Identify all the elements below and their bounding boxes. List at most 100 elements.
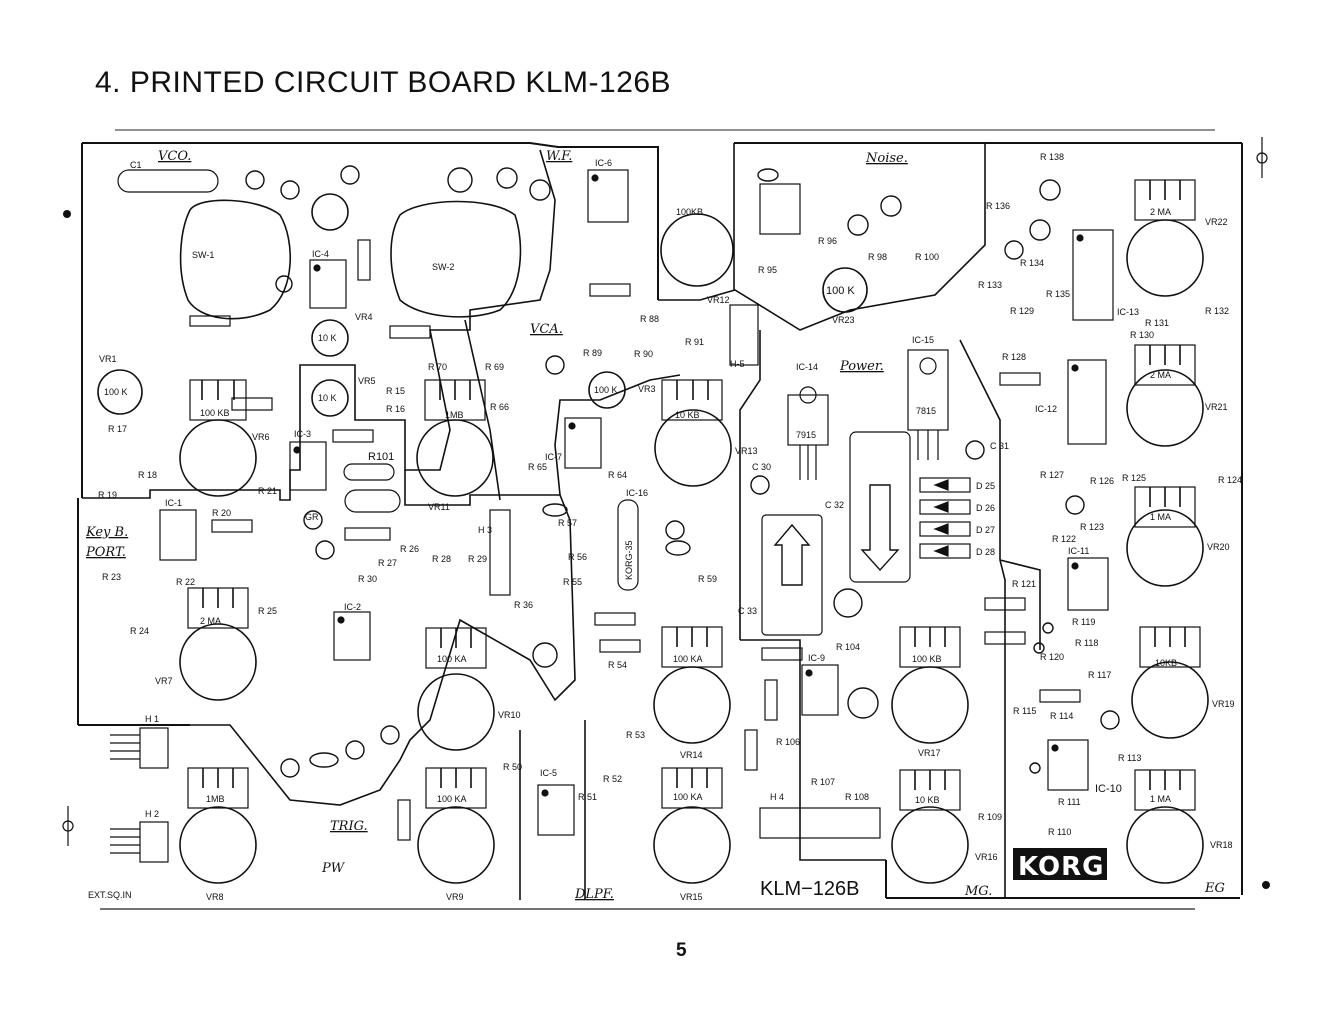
pot-vr13-name: VR13 [735, 446, 758, 456]
pot-vr21-value: 2 MA [1150, 370, 1171, 380]
pot-vr4-name: VR4 [355, 312, 373, 322]
circuit-trace [344, 527, 391, 541]
part-label: IC-9 [808, 653, 825, 663]
connector-h2 [110, 821, 169, 863]
circuit-trace [464, 319, 501, 501]
h4-connector [759, 807, 881, 839]
circuit-trace [1071, 364, 1079, 372]
part-label: IC-13 [1117, 307, 1139, 317]
circuit-trace [280, 180, 300, 200]
part-label: R 122 [1052, 534, 1076, 544]
part-label: R 115 [1013, 706, 1036, 716]
part-label: R 25 [258, 606, 277, 616]
circuit-trace [311, 193, 349, 231]
pot-vr13-value: 10 KB [675, 410, 700, 420]
pot-vr7-name: VR7 [155, 676, 173, 686]
circuit-trace [660, 213, 734, 287]
part-label: R 29 [468, 554, 487, 564]
pot-vr8-name: VR8 [206, 892, 224, 902]
part-label: R 70 [428, 362, 447, 372]
part-label: R 95 [758, 265, 777, 275]
pot-vr16-value: 10 KB [915, 795, 940, 805]
circuit-trace [315, 540, 335, 560]
part-label: R 19 [98, 490, 117, 500]
part-label: C1 [130, 160, 142, 170]
circuit-trace [289, 441, 327, 491]
part-label: R 90 [634, 349, 653, 359]
part-label: IC-3 [294, 429, 311, 439]
section-trig: TRIG. [330, 819, 368, 834]
circuit-trace [653, 666, 731, 744]
section-eg: EG [1204, 881, 1225, 896]
pot-vr18-value: 1 MA [1150, 794, 1171, 804]
part-label: R 69 [485, 362, 504, 372]
circuit-trace [542, 503, 568, 517]
part-label: C 31 [990, 441, 1009, 451]
part-label: R 30 [358, 574, 377, 584]
part-label: R 120 [1040, 652, 1064, 662]
part-label: D 27 [976, 525, 995, 535]
circuit-trace [417, 806, 495, 884]
circuit-trace [139, 821, 169, 863]
pot-vr7-value: 2 MA [200, 616, 221, 626]
switch-sw1 [179, 199, 292, 320]
circuit-trace [343, 463, 395, 481]
label-h2: H 2 [145, 809, 159, 819]
circuit-trace [416, 419, 494, 497]
part-label: C 30 [752, 462, 771, 472]
label-h5: H-5 [730, 359, 745, 369]
circuit-trace [568, 422, 576, 430]
part-label: R 15 [386, 386, 405, 396]
part-label: R 50 [503, 762, 522, 772]
part-label: R 135 [1046, 289, 1070, 299]
part-label: IC-14 [796, 362, 818, 372]
registration-mark-right [1262, 881, 1270, 889]
pot-vr14-value: 100 KA [673, 654, 703, 664]
part-label: R 20 [212, 508, 231, 518]
side-ticks [62, 137, 1268, 846]
circuit-trace [761, 647, 803, 661]
label-h3: H 3 [478, 525, 492, 535]
h3-connector [489, 509, 511, 596]
circuit-trace [587, 169, 629, 223]
part-label: R 114 [1050, 711, 1073, 721]
circuit-trace [139, 727, 169, 769]
pot-vr15-value: 100 KA [673, 792, 703, 802]
part-label: R 55 [563, 577, 582, 587]
circuit-trace [1126, 369, 1204, 447]
circuit-trace [1071, 562, 1079, 570]
circuit-trace [750, 475, 770, 495]
part-label: R 64 [608, 470, 627, 480]
part-label: IC-15 [912, 335, 934, 345]
pot-vr12-name: VR12 [707, 295, 730, 305]
circuit-trace [529, 179, 551, 201]
label-h1: H 1 [145, 714, 159, 724]
section-vca: VCA. [530, 322, 563, 337]
pot-vr10-value: 100 KA [437, 654, 467, 664]
circuit-trace [665, 540, 691, 556]
pot-vr14-name: VR14 [680, 750, 703, 760]
section-power: Power. [839, 359, 884, 374]
circuit-trace [759, 183, 801, 235]
part-label: R 66 [490, 402, 509, 412]
pot-vr6-value: 100 KB [200, 408, 230, 418]
circuit-trace [589, 283, 631, 297]
circuit-trace [805, 669, 813, 677]
circuit-trace [764, 679, 778, 721]
c32-arrow [860, 484, 900, 572]
circuit-trace [189, 315, 231, 327]
part-label: R 131 [1145, 318, 1169, 328]
circuit-trace [231, 397, 273, 411]
pot-vr12-value: 100KB [676, 207, 703, 217]
part-label: R 56 [568, 552, 587, 562]
part-label: R 123 [1080, 522, 1104, 532]
pot-vr19-value: 10KB [1155, 658, 1177, 668]
circuit-trace [919, 521, 971, 537]
part-label: R 96 [818, 236, 837, 246]
pot-vr9-value: 100 KA [437, 794, 467, 804]
potentiometers [97, 179, 1209, 884]
section-labels: VCO. W.F. VCA. Noise. Power. Key B. PORT… [85, 149, 1225, 902]
part-label: R101 [368, 451, 394, 463]
circuit-trace [933, 545, 949, 557]
